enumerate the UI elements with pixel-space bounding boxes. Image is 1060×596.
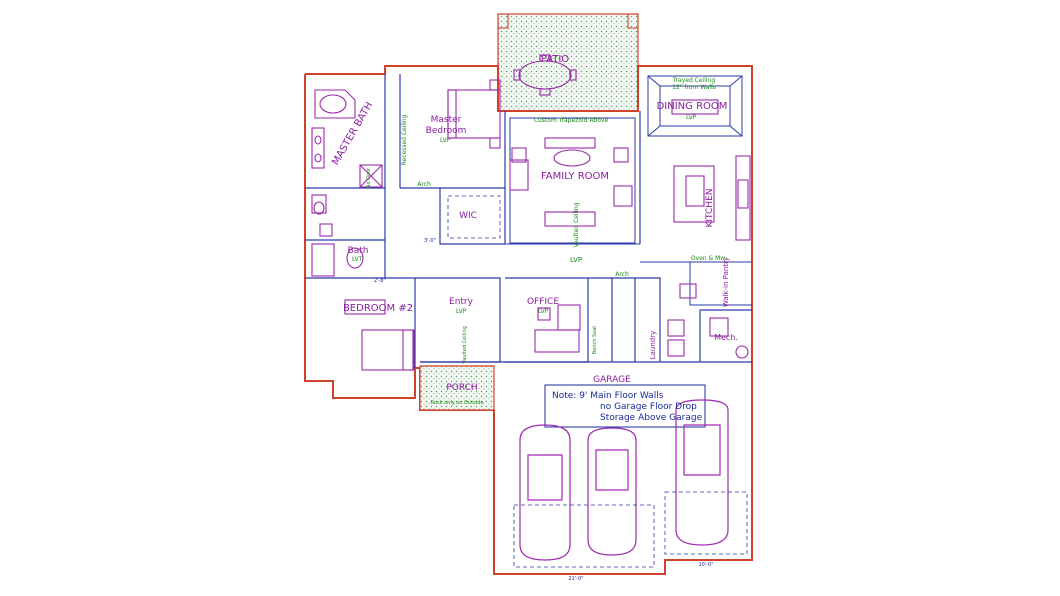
fixtures xyxy=(311,79,751,371)
porch-area xyxy=(419,365,495,411)
room-walk-pantry: Walk-in Pantry xyxy=(722,257,730,307)
room-master-bath: MASTER BATH xyxy=(330,100,375,167)
room-garage: GARAGE xyxy=(593,375,631,385)
trayed-ceiling-line1: Trayed Ceiling xyxy=(672,77,716,84)
lvp-label-main: LVP xyxy=(570,256,582,264)
lvp-label-office: LVP xyxy=(538,308,549,315)
recessed-ceiling-label: Recessed Ceiling xyxy=(401,114,408,165)
garage-note-line3: Storage Above Garage xyxy=(600,413,703,423)
room-laundry: Laundry xyxy=(649,331,657,360)
room-porch: PORCH xyxy=(446,383,477,393)
lvp-label-entry: LVP xyxy=(456,308,467,315)
cars xyxy=(513,399,748,568)
garage-note-box xyxy=(544,384,706,428)
arch-label-2: Arch xyxy=(615,271,629,278)
room-office: OFFICE xyxy=(527,297,559,307)
floor-notes: LVP LVP LVP LVP LVP LVT Trayed Ceiling 1… xyxy=(352,77,725,406)
lvt-label-bath: LVT xyxy=(352,256,363,263)
room-patio: PATIO xyxy=(541,54,570,65)
dim-hall-door: 3'-0" xyxy=(424,238,436,244)
dim-garage-left: 21'-0" xyxy=(568,576,583,582)
oven-mw-label: Oven & Mw xyxy=(691,255,725,262)
porch-note: Rock only on Outside xyxy=(431,400,484,406)
vaulted-ceiling-label: Vaulted Ceiling xyxy=(573,202,580,247)
room-bedroom2: BEDROOM #2 xyxy=(343,303,413,314)
room-wic: WIC xyxy=(459,211,477,221)
room-entry: Entry xyxy=(449,297,474,307)
garage-note-line2: no Garage Floor Drop xyxy=(600,402,697,412)
room-bath: Bath xyxy=(348,246,369,256)
bench-seat-label: Bench Seat xyxy=(592,326,598,354)
custom-trapezoid-label: Custom Trapezoid Above xyxy=(534,117,609,124)
lvp-label-master: LVP xyxy=(440,137,451,144)
room-master-bedroom-line1: Master xyxy=(431,115,462,125)
arch-label: Arch xyxy=(417,181,431,188)
dimensions: 21'-0" 10'-0" 2'-8" 3'-0" xyxy=(374,238,714,582)
room-family-room: FAMILY ROOM xyxy=(541,171,609,182)
room-master-bedroom-line2: Bedroom xyxy=(426,126,467,136)
patio-area xyxy=(497,13,639,112)
dim-garage-right: 10'-0" xyxy=(698,562,713,568)
entry-vault-label: Vaulted Ceiling xyxy=(462,326,468,364)
dim-bath-door: 2'-8" xyxy=(374,278,386,284)
lvp-label-dining: LVP xyxy=(686,114,697,121)
room-mech: Mech. xyxy=(714,333,738,342)
garage-note-line1: Note: 9' Main Floor Walls xyxy=(552,391,664,401)
no-door-label: No Door xyxy=(366,167,372,188)
room-kitchen: KITCHEN xyxy=(705,189,715,228)
interior-walls xyxy=(305,74,752,368)
garage-note: Note: 9' Main Floor Walls no Garage Floo… xyxy=(552,391,703,423)
room-dining-room: DINING ROOM xyxy=(657,101,728,112)
trayed-ceiling-line2: 12" from Walls xyxy=(672,84,716,91)
